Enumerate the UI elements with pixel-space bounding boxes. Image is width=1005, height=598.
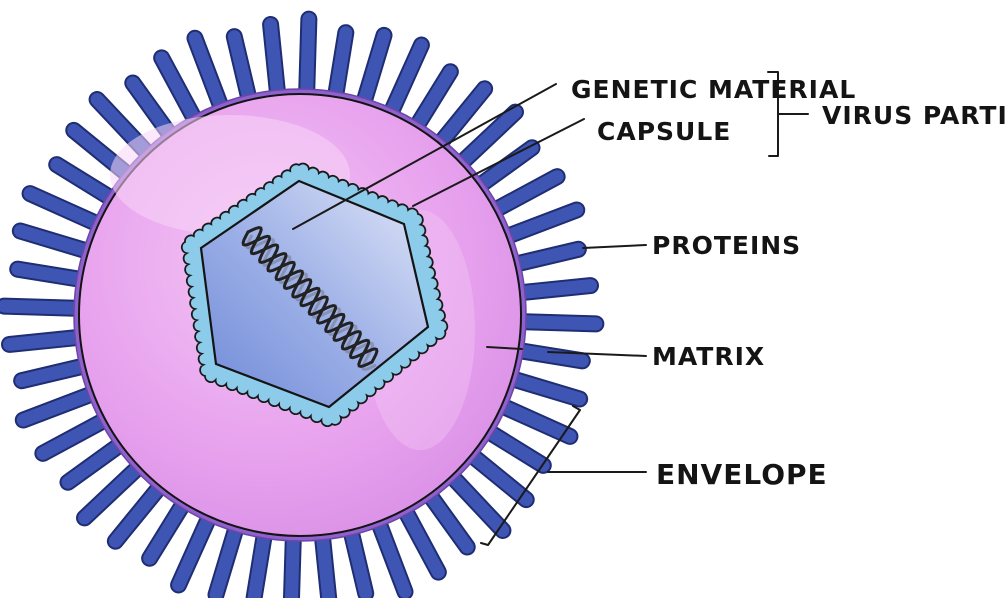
label-envelope: ENVELOPE xyxy=(656,458,828,491)
label-virus-particle: VIRUS PARTICLE xyxy=(822,101,1005,130)
label-genetic-material: GENETIC MATERIAL xyxy=(571,75,856,104)
leader-proteins xyxy=(583,245,646,248)
label-proteins: PROTEINS xyxy=(652,231,801,260)
label-capsule: CAPSULE xyxy=(597,117,731,146)
label-matrix: MATRIX xyxy=(652,342,765,371)
